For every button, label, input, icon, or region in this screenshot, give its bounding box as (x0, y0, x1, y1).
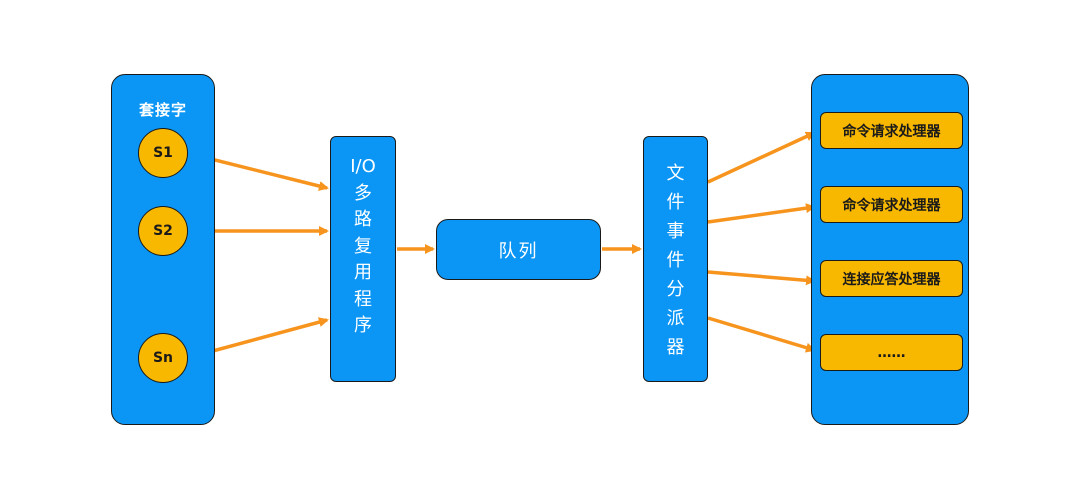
arrow-dispatcher-to-handler-2 (707, 203, 816, 224)
io-multiplexer: I/O 多 路 复 用 程 序 (330, 136, 396, 382)
socket-s2: S2 (138, 206, 188, 256)
socket-sn: Sn (138, 333, 188, 383)
handler-panel: 命令请求处理器 命令请求处理器 连接应答处理器 …… (811, 74, 969, 425)
socket-panel-title: 套接字 (138, 101, 187, 119)
arrow-dispatcher-to-handler-4 (707, 316, 816, 353)
handler-command-request-2: 命令请求处理器 (820, 186, 963, 223)
arrow-dispatcher-to-handler-3 (707, 270, 816, 286)
handler-connection-accept: 连接应答处理器 (820, 260, 963, 297)
socket-s1: S1 (138, 128, 188, 178)
socket-panel: 套接字 S1 S2 …… Sn (111, 74, 215, 425)
handler-command-request-1: 命令请求处理器 (820, 112, 963, 149)
io-multiplexer-label: I/O 多 路 复 用 程 序 (350, 156, 376, 336)
handler-ellipsis: …… (820, 334, 963, 371)
file-event-dispatcher-label: 文 件 事 件 分 派 器 (666, 163, 685, 358)
queue: 队列 (436, 219, 601, 280)
arrow-dispatcher-to-handler-1 (707, 131, 816, 184)
file-event-dispatcher: 文 件 事 件 分 派 器 (643, 136, 708, 382)
